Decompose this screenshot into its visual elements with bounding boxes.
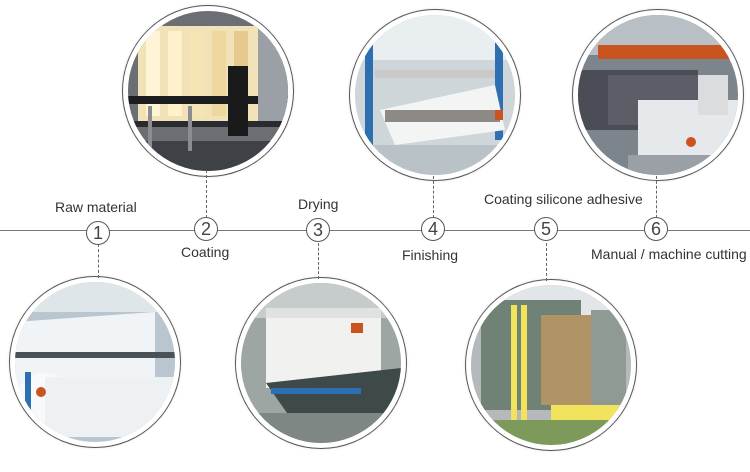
coating-machine-photo	[123, 6, 293, 176]
silicone-coating-line-image	[471, 285, 631, 445]
step-marker-4: 4	[421, 217, 445, 241]
drying-oven-photo	[236, 278, 406, 448]
finishing-roller-photo	[350, 10, 520, 180]
connector-1	[98, 244, 99, 278]
step-marker-3: 3	[306, 218, 330, 242]
paper-roll-photo	[10, 277, 180, 447]
drying-oven-image	[241, 283, 401, 443]
cutting-machine-photo	[573, 10, 743, 180]
connector-3	[318, 243, 319, 279]
step-label-1: Raw material	[55, 199, 137, 215]
connector-2	[206, 170, 207, 218]
connector-6	[656, 176, 657, 218]
cutting-machine-image	[578, 15, 738, 175]
paper-roll-image	[15, 282, 175, 442]
finishing-roller-image	[355, 15, 515, 175]
step-label-6: Manual / machine cutting	[591, 246, 747, 262]
step-marker-5: 5	[534, 217, 558, 241]
coating-machine-image	[128, 11, 288, 171]
step-marker-2: 2	[194, 217, 218, 241]
connector-5	[546, 243, 547, 281]
timeline-line	[0, 230, 750, 231]
step-label-4: Finishing	[402, 247, 459, 263]
step-label-2: Coating	[181, 244, 230, 260]
step-marker-1: 1	[86, 221, 110, 245]
step-marker-6: 6	[644, 217, 668, 241]
silicone-coating-line-photo	[466, 280, 636, 450]
connector-4	[433, 176, 434, 218]
step-label-3: Drying	[298, 196, 339, 212]
step-label-5: Coating silicone adhesive	[484, 191, 643, 207]
